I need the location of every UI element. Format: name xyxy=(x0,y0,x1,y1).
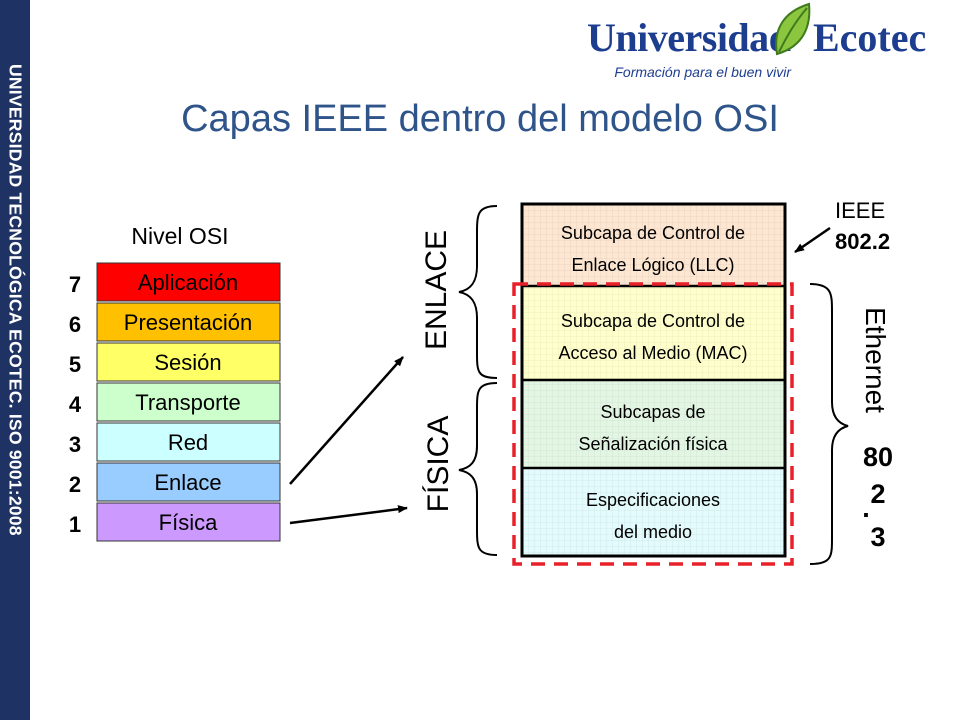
osi-layer-box xyxy=(96,342,281,382)
brace-fisica xyxy=(458,382,498,556)
ieee-sublayer-stack: Subcapa de Control de Enlace Lógico (LLC)… xyxy=(520,202,787,558)
osi-layer-box xyxy=(96,262,281,302)
osi-layer-box xyxy=(96,502,281,542)
sublayer-grid xyxy=(522,204,785,286)
sublayer-outer-border xyxy=(520,202,787,558)
osi-layer-number: 5 xyxy=(69,352,81,377)
university-logo: Universidad Ecotec Formación para el bue… xyxy=(585,0,960,90)
brace-ethernet xyxy=(809,283,849,565)
arrow-enlace xyxy=(289,356,404,485)
logo-universidad-text: Universidad xyxy=(587,15,791,60)
ethernet-num-2: 2 xyxy=(870,479,885,509)
osi-layer-number: 2 xyxy=(69,472,81,497)
leaf-icon xyxy=(775,2,811,56)
sublayer-grid xyxy=(522,286,785,380)
osi-layer-number: 7 xyxy=(69,272,81,297)
sublayer-line1: Especificaciones xyxy=(586,490,720,510)
ethernet-num-80: 80 xyxy=(863,442,893,472)
logo-tagline: Formación para el buen vivir xyxy=(614,64,791,80)
ieee-label: IEEE xyxy=(835,198,885,223)
sublayer-line2: del medio xyxy=(614,522,692,542)
ethernet-num-3: 3 xyxy=(870,522,885,552)
osi-layer-number: 6 xyxy=(69,312,81,337)
group-label-enlace: ENLACE xyxy=(420,230,453,350)
page-title: Capas IEEE dentro del modelo OSI xyxy=(181,98,779,140)
ieee-8022-label: 802.2 xyxy=(835,229,890,254)
sidebar-band xyxy=(0,0,30,720)
sublayer-line1: Subcapas de xyxy=(600,402,705,422)
arrow-fisica xyxy=(289,505,408,525)
sublayer-line1: Subcapa de Control de xyxy=(561,223,745,243)
osi-layer-box xyxy=(96,382,281,422)
sublayer-grid xyxy=(522,380,785,468)
brace-enlace xyxy=(458,205,498,379)
logo-ecotec-text: Ecotec xyxy=(813,15,927,60)
ethernet-label: Ethernet xyxy=(860,307,891,413)
osi-layer-name: Sesión xyxy=(154,350,221,375)
osi-layer-box xyxy=(96,302,281,342)
group-label-fisica: FÍSICA xyxy=(422,416,455,513)
sidebar-text: UNIVERSIDAD TECNOLÓGICA ECOTEC. ISO 9001… xyxy=(5,64,26,536)
osi-layer-number: 3 xyxy=(69,432,81,457)
sublayer-line1: Subcapa de Control de xyxy=(561,311,745,331)
osi-layer-name: Física xyxy=(159,510,218,535)
osi-layer-box xyxy=(96,462,281,502)
osi-layer-name: Red xyxy=(168,430,208,455)
osi-layer-box xyxy=(96,422,281,462)
osi-heading: Nivel OSI xyxy=(131,223,228,249)
ethernet-dashed-frame xyxy=(512,282,794,566)
arrow-ieee-8022 xyxy=(794,226,831,254)
sublayer-line2: Enlace Lógico (LLC) xyxy=(571,255,734,275)
osi-layer-name: Enlace xyxy=(154,470,221,495)
osi-layer-name: Aplicación xyxy=(138,270,238,295)
sublayer-grid xyxy=(522,468,785,556)
sublayer-line2: Señalización física xyxy=(578,434,728,454)
sublayer-line2: Acceso al Medio (MAC) xyxy=(558,343,747,363)
osi-layer-number: 4 xyxy=(69,392,82,417)
ethernet-dot: . xyxy=(862,493,870,523)
osi-layer-number: 1 xyxy=(69,512,81,537)
osi-layer-name: Transporte xyxy=(135,390,241,415)
osi-layer-name: Presentación xyxy=(124,310,252,335)
